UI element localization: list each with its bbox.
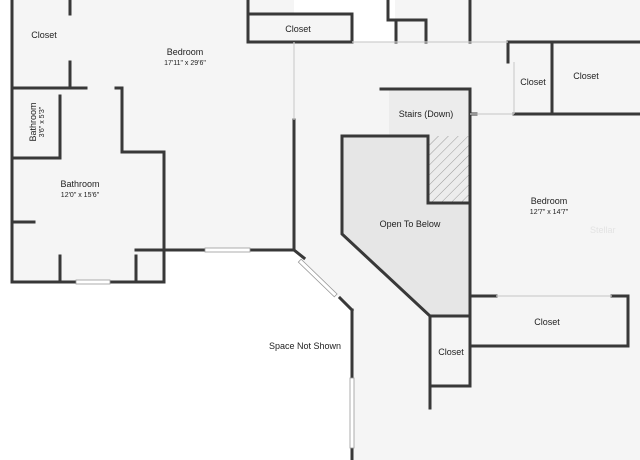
stairs-area	[389, 89, 470, 136]
dims-bedroom-right: 12'7" x 14'7"	[530, 209, 569, 216]
thin-lines	[293, 41, 612, 297]
label-open-to-below: Open To Below	[380, 219, 441, 229]
label-bedroom-right: Bedroom	[531, 196, 568, 206]
label-bathroom-main: Bathroom	[60, 179, 99, 189]
label-closet-top-center: Closet	[285, 24, 311, 34]
label-stairs: Stairs (Down)	[399, 109, 454, 119]
open-to-below-area	[342, 136, 470, 316]
dims-bathroom-main: 12'0" x 15'6"	[61, 192, 100, 199]
stairs-hatch	[428, 136, 470, 203]
label-space-not-shown: Space Not Shown	[269, 341, 341, 351]
room-fills	[12, 0, 640, 460]
watermark: Stellar	[590, 225, 616, 235]
windows	[75, 247, 355, 449]
label-closet-center-lower: Closet	[438, 347, 464, 357]
label-closet-top-left: Closet	[31, 30, 57, 40]
label-closet-right: Closet	[573, 71, 599, 81]
dims-bathroom-small: 3'6" x 5'3"	[39, 106, 46, 137]
label-bathroom-small: Bathroom	[28, 102, 38, 141]
dims-bedroom-main: 17'11" x 29'6"	[164, 60, 206, 67]
label-bedroom-main: Bedroom	[167, 47, 204, 57]
walls	[10, 0, 640, 460]
label-closet-right-lower: Closet	[534, 317, 560, 327]
label-closet-right-small: Closet	[520, 77, 546, 87]
